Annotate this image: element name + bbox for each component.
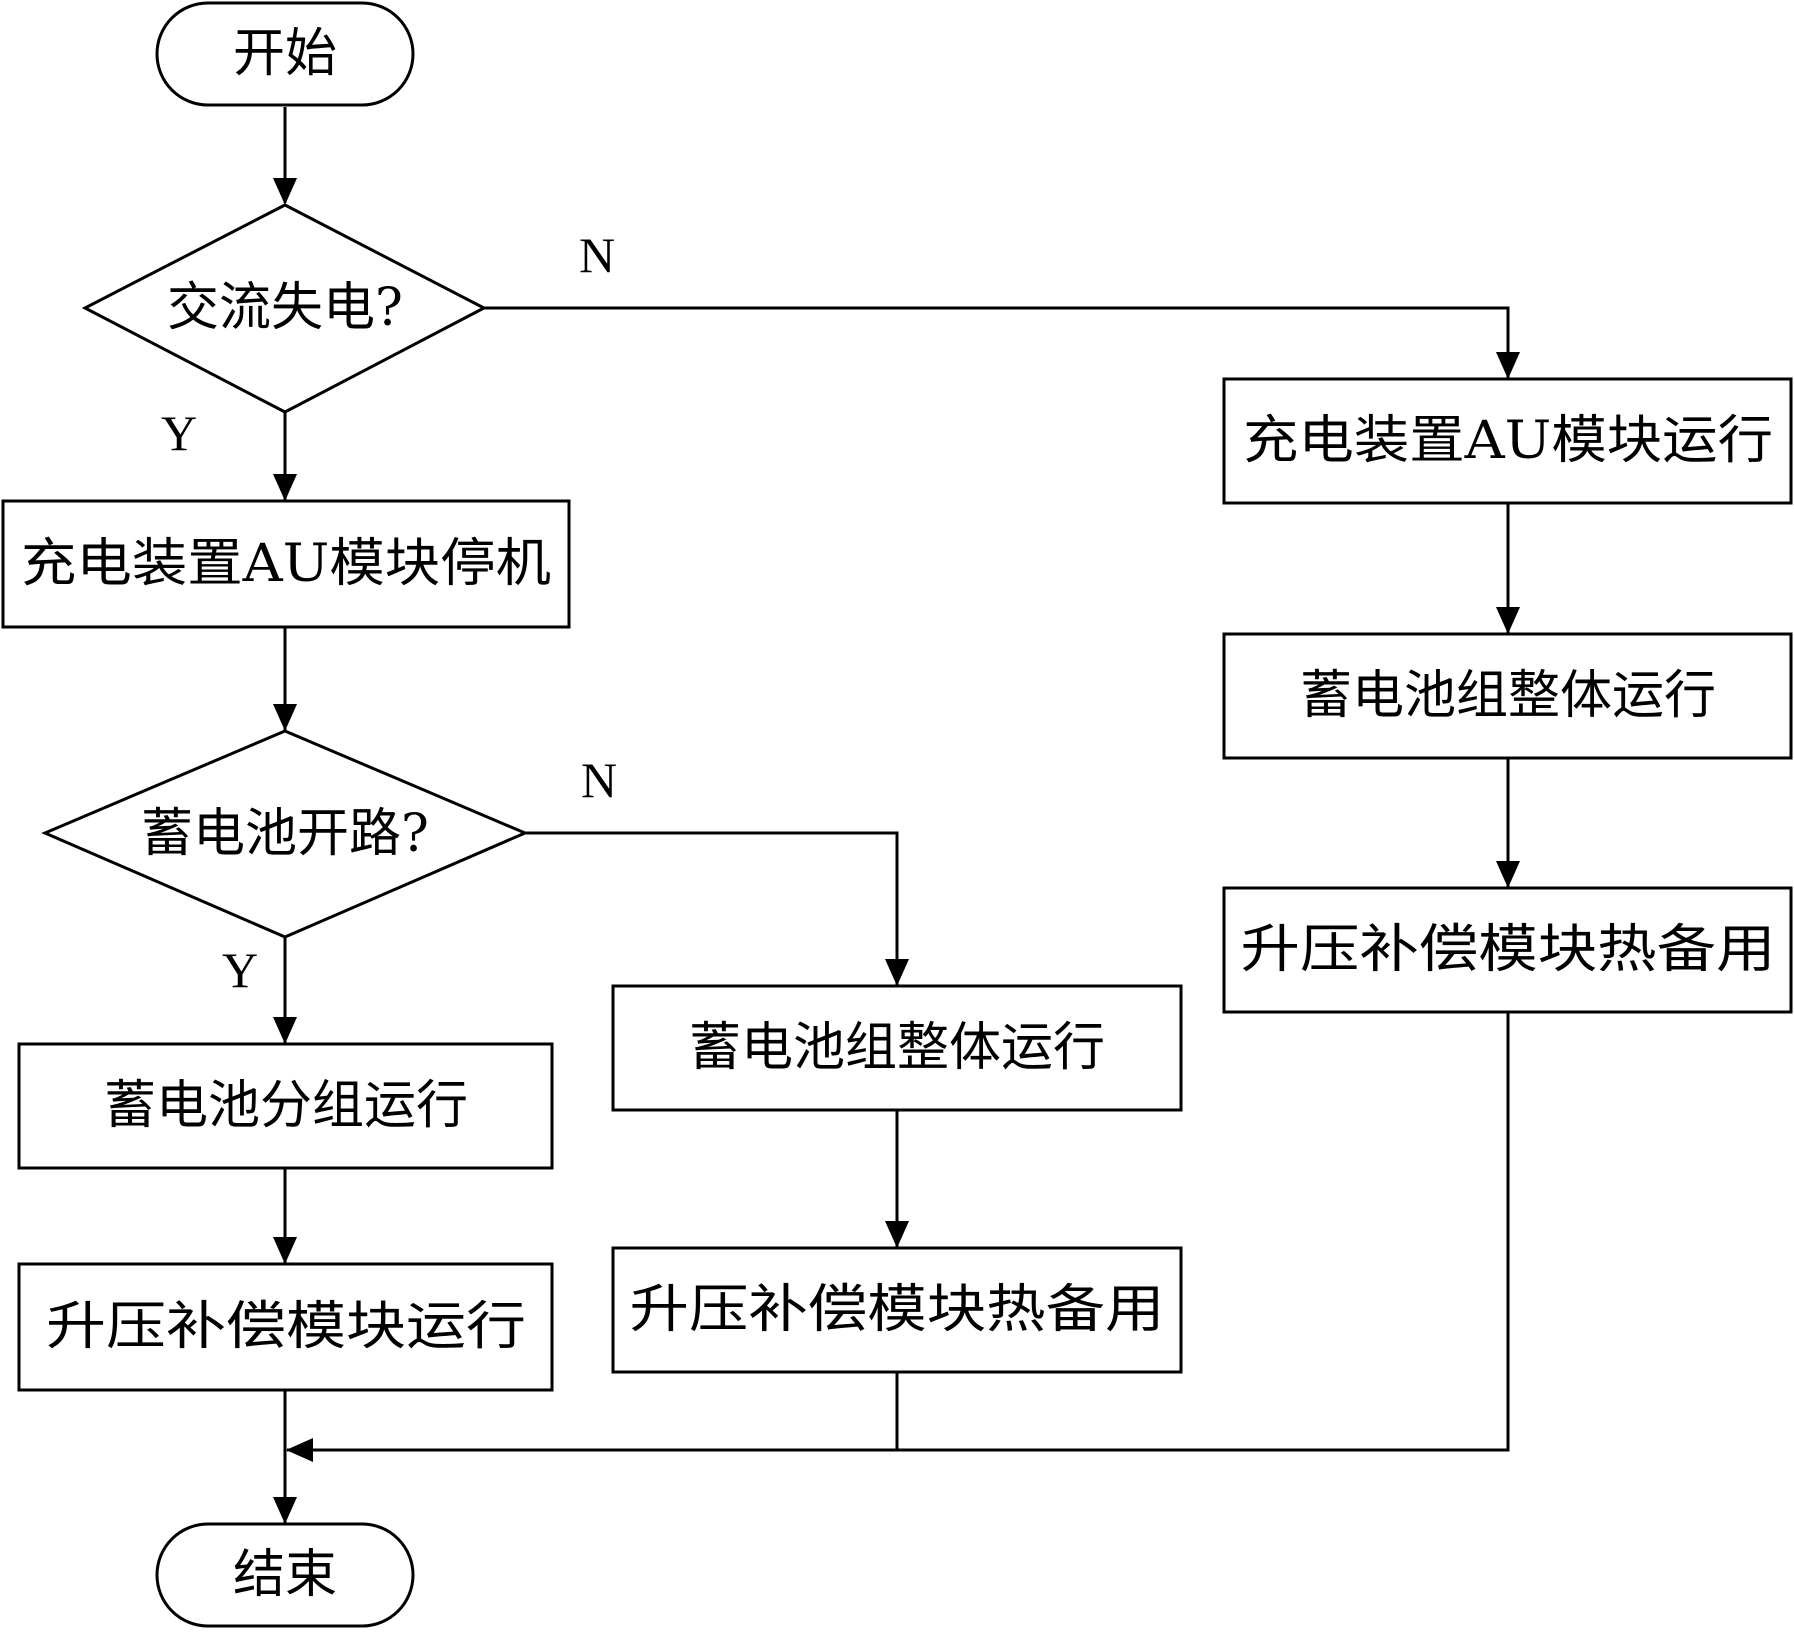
battery-whole-run-right-box [1222, 632, 1793, 760]
ac-loss-decision [81, 203, 488, 414]
arrow-battery-open-no-to-battery-whole-mid [525, 831, 899, 985]
node-labels: 开始 交流失电? 充电装置AU模块停机 蓄电池开路? 蓄电池分组运行 升压补偿模… [21, 24, 1776, 1605]
line-boost-standby-right-to-merge [287, 1012, 1510, 1452]
charger-stop-box [1, 499, 571, 629]
battery-open-label: 蓄电池开路? [141, 804, 429, 864]
arrowhead [286, 1438, 313, 1462]
battery-whole-run-mid-box [611, 984, 1183, 1112]
arrowhead [273, 1497, 297, 1524]
battery-whole-run-right-label: 蓄电池组整体运行 [1300, 666, 1716, 726]
branch-labels: N Y N Y [161, 227, 617, 998]
ac-loss-label: 交流失电? [167, 278, 403, 338]
boost-standby-mid-box [611, 1246, 1183, 1374]
charger-stop-label: 充电装置AU模块停机 [21, 534, 551, 594]
battery-open-no-label: N [581, 752, 617, 808]
arrowhead [1496, 607, 1520, 634]
start-label: 开始 [233, 24, 337, 84]
boost-standby-right-box [1222, 886, 1793, 1014]
arrowhead [273, 1017, 297, 1044]
boost-run-label: 升压补偿模块运行 [46, 1297, 526, 1357]
arrow-ac-loss-no-to-charger-run [484, 306, 1510, 378]
arrowhead [273, 704, 297, 731]
battery-group-run-label: 蓄电池分组运行 [104, 1076, 468, 1136]
battery-open-yes-label: Y [222, 942, 258, 998]
arrowhead [885, 959, 909, 986]
start-terminal [155, 1, 415, 107]
battery-whole-run-mid-label: 蓄电池组整体运行 [689, 1018, 1105, 1078]
boost-standby-right-label: 升压补偿模块热备用 [1241, 920, 1776, 980]
ac-loss-no-label: N [579, 227, 615, 283]
ac-loss-yes-label: Y [161, 405, 197, 461]
charger-run-label: 充电装置AU模块运行 [1243, 411, 1773, 471]
arrowhead [1496, 352, 1520, 379]
boost-run-box [17, 1262, 554, 1392]
arrowhead [1496, 861, 1520, 888]
charger-run-box [1222, 377, 1793, 505]
arrowhead [885, 1221, 909, 1248]
arrowhead [273, 474, 297, 501]
end-label: 结束 [233, 1545, 337, 1605]
arrowhead [273, 1237, 297, 1264]
battery-group-run-box [17, 1042, 554, 1170]
battery-open-decision [41, 729, 529, 939]
boost-standby-mid-label: 升压补偿模块热备用 [630, 1280, 1165, 1340]
end-terminal [155, 1522, 415, 1628]
connectors [273, 107, 1520, 1524]
arrowhead [273, 178, 297, 205]
